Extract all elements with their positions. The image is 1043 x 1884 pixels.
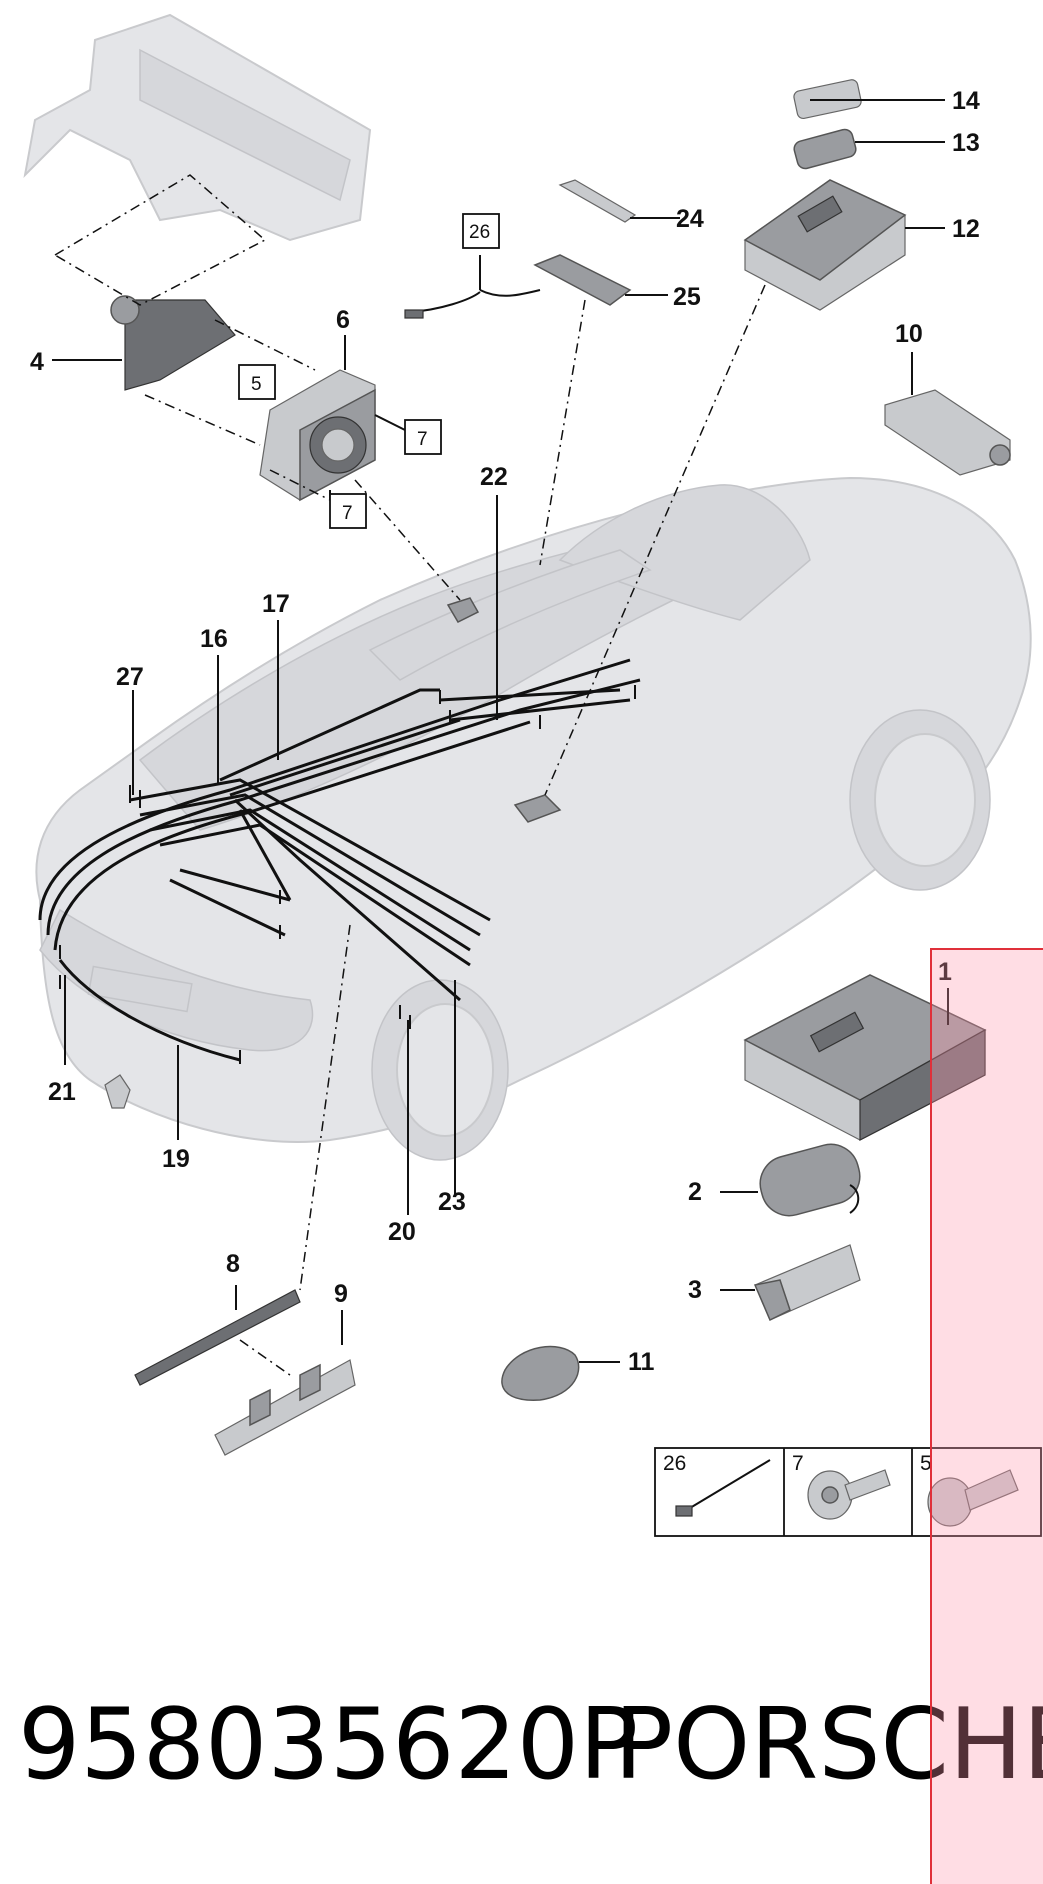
callout-27: 27 (116, 663, 144, 691)
callout-3: 3 (688, 1276, 702, 1304)
callout-labels: 1 2 3 4 6 8 9 10 11 12 13 14 16 17 19 20… (30, 87, 980, 1376)
callout-11: 11 (628, 1348, 655, 1376)
brand-name: PORSCHE (614, 1688, 1043, 1802)
part-3-bracket (753, 1244, 861, 1322)
callout-14: 14 (952, 87, 980, 115)
wiring-harnesses (38, 658, 641, 1064)
boxed-label-7-lower: 7 (342, 503, 353, 524)
part-24-bracket (558, 179, 637, 223)
crossmember-ghost (23, 13, 372, 242)
hardware-inset-table: 26 7 5 (654, 1447, 1042, 1537)
caption: 958035620P PORSCHE (0, 1680, 1043, 1810)
callout-9: 9 (334, 1280, 348, 1308)
part-number: 958035620P (18, 1688, 639, 1802)
part-10-antenna (884, 389, 1011, 476)
part-8-strip (134, 1289, 301, 1386)
callout-1: 1 (938, 958, 952, 986)
inset-label-7: 7 (792, 1452, 804, 1475)
callout-8: 8 (226, 1250, 240, 1278)
part-25-antenna-module (404, 254, 632, 319)
part-1-control-unit (743, 974, 987, 1141)
callout-12: 12 (952, 215, 980, 243)
callout-22: 22 (480, 463, 508, 491)
part-4-bracket (110, 295, 236, 391)
callout-19: 19 (162, 1145, 190, 1173)
part-2-component (759, 1143, 861, 1217)
callout-25: 25 (673, 283, 701, 311)
part-9-mount (214, 1359, 356, 1456)
callout-20: 20 (388, 1218, 416, 1246)
dash-leaders (53, 174, 766, 1376)
callout-13: 13 (952, 129, 980, 157)
inset-label-5: 5 (920, 1452, 932, 1475)
callout-24: 24 (676, 205, 704, 233)
small-sensor-part (446, 597, 480, 623)
callout-21: 21 (48, 1078, 76, 1106)
callout-23: 23 (438, 1188, 466, 1216)
callout-6: 6 (336, 306, 350, 334)
highlight-overlay (930, 948, 1043, 1884)
part-13-module (793, 128, 857, 170)
callout-leaders (52, 99, 949, 1363)
part-12-module (743, 179, 907, 311)
callout-17: 17 (262, 590, 290, 618)
part-11-fob (501, 1345, 580, 1401)
part-6-speaker (259, 369, 376, 502)
boxed-label-7-upper: 7 (417, 429, 428, 450)
callout-10: 10 (895, 320, 923, 348)
callout-16: 16 (200, 625, 228, 653)
callout-2: 2 (688, 1178, 702, 1206)
boxed-labels: 26 5 7 7 (238, 213, 500, 529)
inset-label-26: 26 (663, 1452, 686, 1475)
boxed-label-5: 5 (251, 374, 262, 395)
boxed-label-26: 26 (469, 222, 490, 243)
callout-4: 4 (30, 348, 44, 376)
roof-module-part (513, 794, 562, 823)
